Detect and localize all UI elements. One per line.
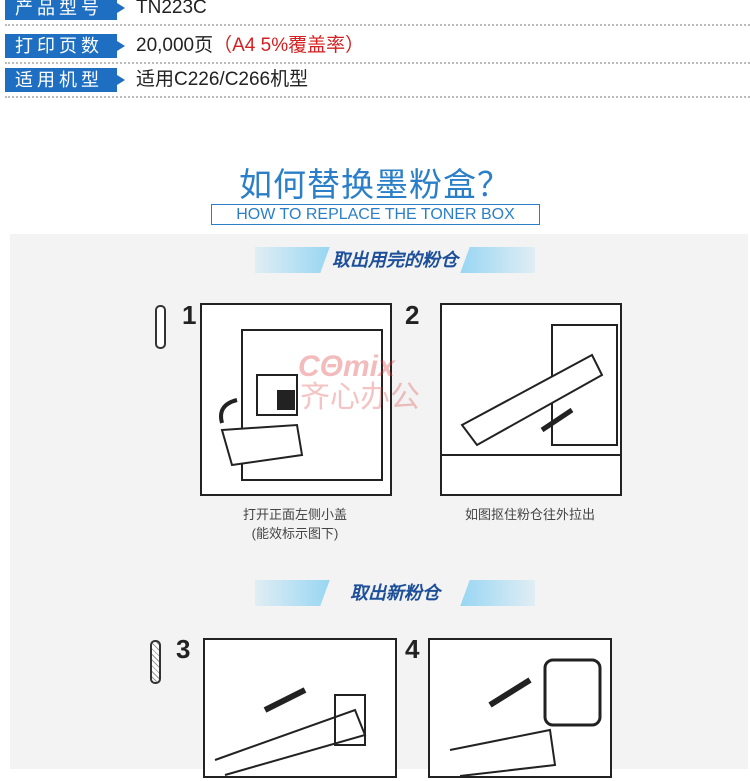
page-subtitle: HOW TO REPLACE THE TONER BOX xyxy=(211,204,540,225)
divider xyxy=(5,24,750,26)
spec-value: TN223C xyxy=(136,0,207,18)
divider xyxy=(5,96,750,98)
spec-row-models: 适用机型 适用C226/C266机型 xyxy=(0,68,750,92)
pages-value: 20,000页 xyxy=(136,35,214,56)
section-heading: 取出用完的粉仓 xyxy=(332,250,458,270)
step-number: 1 xyxy=(182,300,197,330)
step-2-illustration xyxy=(440,303,622,496)
spec-label: 适用机型 xyxy=(5,68,117,92)
coverage-note: （A4 5%覆盖率） xyxy=(213,35,365,56)
step-4-illustration xyxy=(428,638,612,778)
arrow-icon xyxy=(117,3,125,13)
watermark-logo: CΘmix xyxy=(298,350,395,383)
page-title: 如何替换墨粉盒？ xyxy=(239,166,511,203)
printer-front-cover-drawing xyxy=(219,329,383,481)
section-heading: 取出新粉仓 xyxy=(350,583,440,603)
spec-row-model: 产品型号 TN223C xyxy=(0,0,750,20)
spec-label: 打印页数 xyxy=(5,34,117,58)
watermark-text: 齐心办公 xyxy=(300,381,420,414)
arrow-icon xyxy=(117,41,125,51)
step-number: 4 xyxy=(405,634,420,664)
spec-row-pages: 打印页数 20,000页（A4 5%覆盖率） xyxy=(0,34,750,58)
step-3-illustration xyxy=(203,638,397,778)
used-toner-icon xyxy=(155,305,166,349)
spec-label: 产品型号 xyxy=(5,0,117,20)
new-toner-drawing xyxy=(214,687,367,776)
section-heading-banner: 取出新粉仓 xyxy=(255,580,535,606)
section-heading-banner: 取出用完的粉仓 xyxy=(255,247,535,273)
spec-value: 20,000页（A4 5%覆盖率） xyxy=(136,34,364,58)
pull-toner-drawing xyxy=(442,324,620,456)
arrow-icon xyxy=(117,75,125,85)
step-caption: 打开正面左侧小盖 xyxy=(242,507,347,522)
spec-value: 适用C226/C266机型 xyxy=(136,69,309,90)
remove-cap-drawing xyxy=(449,658,602,777)
step-number: 2 xyxy=(405,300,420,330)
step-caption: 如图抠住粉仓往外拉出 xyxy=(464,507,595,522)
step-number: 3 xyxy=(176,634,191,664)
step-1-illustration xyxy=(200,303,392,496)
divider xyxy=(5,62,750,64)
new-toner-icon xyxy=(150,640,161,684)
step-caption-note: (能效标示图下) xyxy=(251,526,339,541)
